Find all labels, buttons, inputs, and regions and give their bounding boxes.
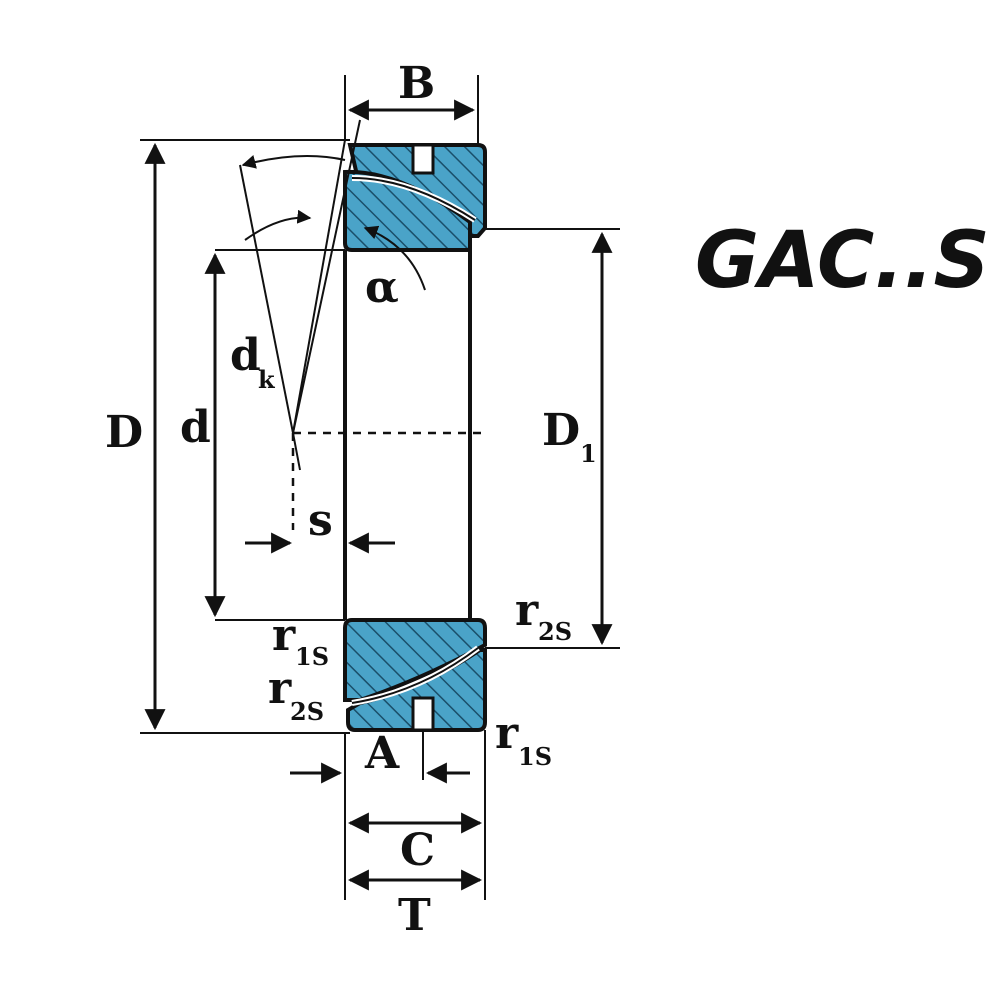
lube-hole-top [411, 143, 435, 175]
label-D1: D [542, 405, 580, 456]
label-C: C [400, 825, 435, 876]
label-dk-sub: k [258, 365, 276, 394]
label-D: D [105, 407, 143, 458]
label-r1s-right: r [495, 708, 519, 759]
label-r2s-left-sub: 2S [290, 697, 324, 726]
label-D1-sub: 1 [580, 439, 597, 468]
label-d: d [180, 402, 211, 453]
label-T: T [398, 890, 431, 941]
diagram-title: GAC..S [695, 216, 990, 306]
label-r1s-left-sub: 1S [295, 642, 329, 671]
label-r2s-right: r [515, 585, 539, 636]
lube-hole-bottom [411, 696, 435, 732]
label-r1s-left: r [272, 610, 296, 661]
label-r1s-right-sub: 1S [518, 742, 552, 771]
label-r2s-left: r [268, 663, 292, 714]
bottom-section [343, 618, 487, 732]
inner-ring-bottom [343, 618, 487, 702]
label-dk: d [230, 330, 261, 381]
top-section [343, 143, 487, 252]
label-s: s [308, 495, 333, 546]
label-r2s-right-sub: 2S [538, 617, 572, 646]
label-alpha: α [365, 262, 399, 313]
label-A: A [364, 728, 400, 779]
label-B: B [398, 58, 435, 109]
